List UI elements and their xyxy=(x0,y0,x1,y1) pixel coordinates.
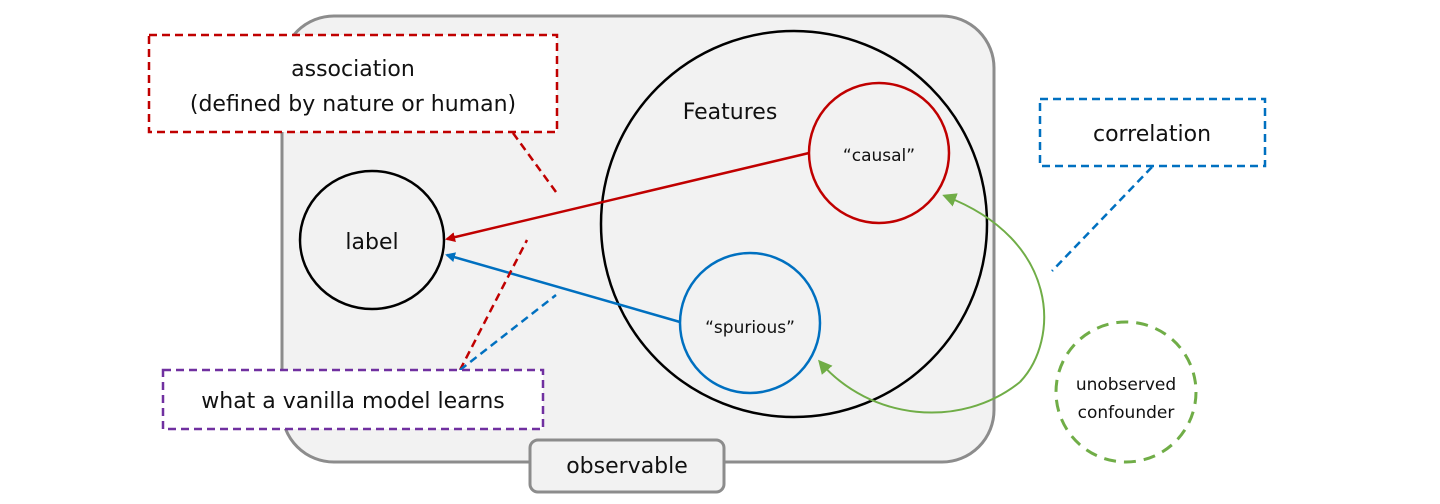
features-label: Features xyxy=(683,100,778,125)
confounder-label-line2: confounder xyxy=(1078,403,1175,423)
spurious-to-label-arrow xyxy=(445,252,681,324)
confounder-circle xyxy=(1054,320,1198,464)
vanilla-label: what a vanilla model learns xyxy=(201,389,504,414)
association-title: association xyxy=(291,57,415,82)
label-circle xyxy=(298,169,446,311)
association-subtitle: (defined by nature or human) xyxy=(190,92,516,117)
vanilla-pointer-correlation xyxy=(459,294,557,371)
causal-to-label-arrow xyxy=(445,151,810,243)
confounder-to-causal-arrow xyxy=(942,193,1046,383)
correlation-label: correlation xyxy=(1093,122,1211,147)
label-node-text: label xyxy=(345,230,398,255)
correlation-callout: correlation xyxy=(1038,97,1267,168)
confounder-to-spurious-arrow xyxy=(818,359,1021,414)
observable-label: observable xyxy=(566,454,688,479)
spurious-label: “spurious” xyxy=(705,318,795,338)
causal-label: “causal” xyxy=(843,146,915,166)
observable-tag: observable xyxy=(528,438,726,494)
spurious-circle xyxy=(678,251,822,395)
confounder-label-line1: unobserved xyxy=(1076,375,1176,395)
features-circle xyxy=(599,29,989,419)
vanilla-pointer-association xyxy=(458,239,529,371)
correlation-pointer xyxy=(1051,166,1153,272)
vanilla-callout: what a vanilla model learns xyxy=(161,368,545,431)
association-callout: association (defined by nature or human) xyxy=(147,33,559,134)
